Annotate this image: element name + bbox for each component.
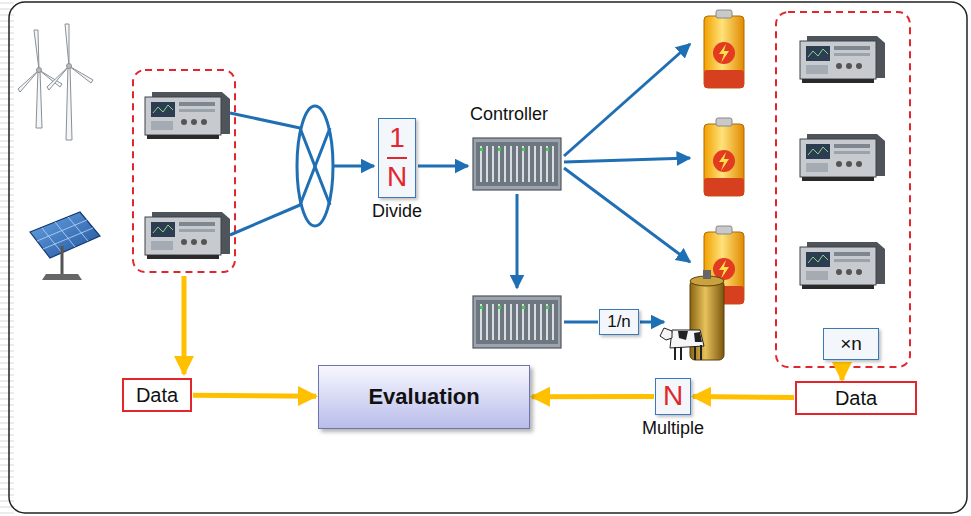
power-analyzer: [800, 36, 885, 83]
evaluation-box: Evaluation: [318, 365, 530, 429]
node-caption: Multiple: [642, 419, 704, 439]
share-box: 1/n: [599, 309, 639, 335]
battery: [704, 10, 744, 88]
multiply-box: NMultiple: [655, 378, 691, 415]
data-flow-arrow: [693, 394, 794, 400]
frame: [9, 2, 967, 513]
controller-rack: [473, 138, 561, 190]
solar-panel: [30, 212, 100, 280]
node-text: Data: [136, 384, 178, 406]
power-analyzer: [800, 242, 885, 289]
count-box: ×n: [823, 328, 879, 360]
node-text: 1/n: [607, 313, 631, 332]
data-box: Data: [122, 378, 192, 412]
component-label: Controller: [470, 104, 548, 125]
power-analyzer: [145, 92, 230, 139]
biogas-load: [660, 270, 724, 360]
power-analyzer: [800, 134, 885, 181]
node-caption: Divide: [372, 202, 422, 222]
node-text: 1: [389, 123, 405, 154]
data-flow-arrow: [532, 394, 654, 399]
controller-arrows: [517, 44, 690, 322]
divide-box: 1NDivide: [378, 118, 416, 198]
node-text: Evaluation: [368, 385, 479, 409]
power-analyzer: [145, 212, 230, 259]
node-text: N: [387, 162, 407, 193]
wind-turbines: [18, 24, 93, 140]
edge-pattern: [0, 0, 14, 516]
node-text: N: [663, 381, 683, 412]
fraction-bar: [387, 157, 406, 159]
battery: [704, 118, 744, 196]
measurement-group: [776, 12, 910, 367]
node-text: Data: [835, 387, 877, 409]
combiner: [230, 106, 468, 235]
node-text: ×n: [840, 334, 862, 355]
data-box: Data: [795, 381, 917, 415]
load-controller-rack: [473, 296, 561, 348]
data-flow-arrow: [193, 393, 316, 399]
acquisition-group: [133, 70, 235, 272]
